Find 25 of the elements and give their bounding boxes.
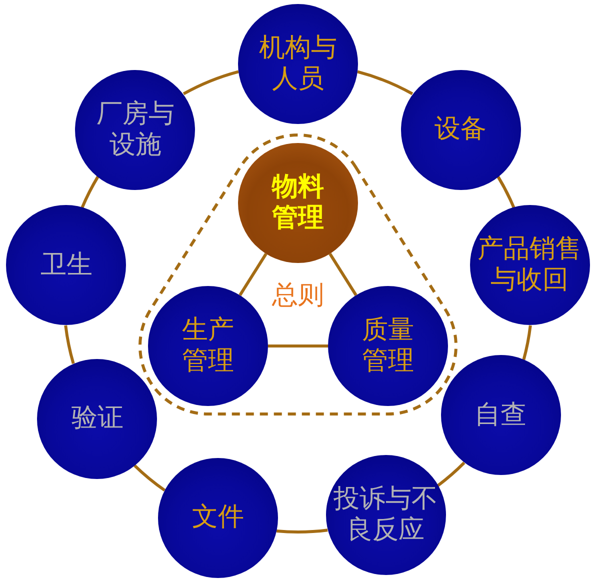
ring-arc — [134, 464, 166, 492]
group-title: 总则 — [272, 280, 324, 312]
circle-label: 投诉与不良反应 — [332, 484, 439, 546]
circle-label: 设备 — [434, 114, 488, 146]
circle-label: 自查 — [474, 400, 528, 430]
ring-arc — [437, 462, 466, 487]
ring-arc — [182, 70, 239, 96]
ring-arc — [276, 528, 328, 534]
circle-label: 验证 — [70, 403, 124, 434]
circle-label: 文件 — [190, 502, 245, 534]
circle-label: 卫生 — [39, 250, 94, 281]
circle-label: 产品销售与收回 — [476, 234, 583, 296]
ring-arc — [522, 325, 532, 360]
circle-label: 物料管理 — [271, 172, 325, 234]
connector-line — [268, 344, 328, 348]
circle-label: 机构与人员 — [258, 33, 338, 95]
ring-arc — [357, 70, 414, 96]
ring-arc — [64, 325, 75, 364]
connector-line — [238, 252, 268, 296]
ring-arc — [80, 176, 100, 208]
ring-arc — [496, 176, 516, 208]
circle-label: 质量管理 — [361, 315, 415, 377]
connector-line — [328, 252, 358, 296]
circle-label: 厂房与设施 — [95, 98, 176, 161]
circle-label: 生产管理 — [181, 315, 235, 377]
